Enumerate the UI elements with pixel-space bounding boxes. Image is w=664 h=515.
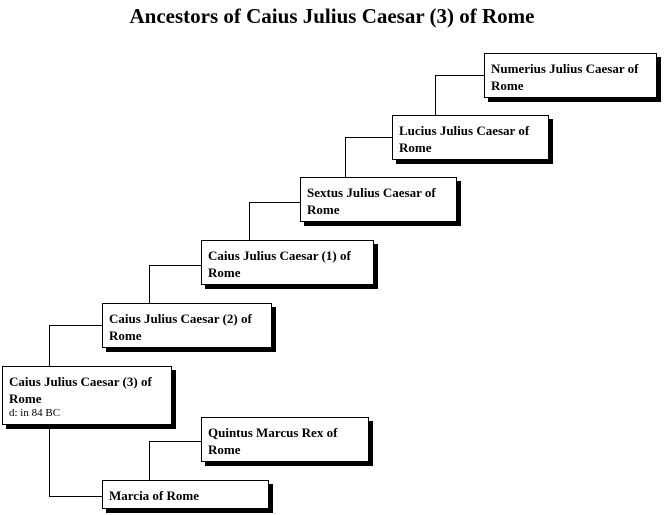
person-name: Caius Julius Caesar (3) of Rome [9,374,152,406]
person-box-marcia[interactable]: Marcia of Rome [102,480,269,509]
chart-title: Ancestors of Caius Julius Caesar (3) of … [129,4,535,28]
person-box-caius-julius-caesar-3[interactable]: Caius Julius Caesar (3) of Rome d: in 84… [2,366,172,425]
person-name: Caius Julius Caesar (2) of Rome [109,311,252,343]
person-name: Lucius Julius Caesar of Rome [399,123,530,155]
person-name: Sextus Julius Caesar of Rome [307,185,436,217]
connector-sextus-to-lucius [345,137,392,177]
person-box-quintus-marcus-rex[interactable]: Quintus Marcus Rex of Rome [201,417,369,462]
person-death-detail: d: in 84 BC [9,407,61,419]
person-box-sextus-julius-caesar[interactable]: Sextus Julius Caesar of Rome [300,177,457,222]
person-name: Numerius Julius Caesar of Rome [491,61,639,93]
connector-marcia-to-quintus [149,441,201,480]
person-box-numerius-julius-caesar[interactable]: Numerius Julius Caesar of Rome [484,53,657,98]
connector-lucius-to-numerius [435,75,484,115]
connector-caius3-to-caius2 [49,325,102,366]
person-name: Marcia of Rome [109,488,200,503]
connector-caius1-to-sextus [249,202,300,240]
person-name: Caius Julius Caesar (1) of Rome [208,248,351,280]
person-box-lucius-julius-caesar[interactable]: Lucius Julius Caesar of Rome [392,115,549,160]
connector-caius2-to-caius1 [149,265,201,303]
person-box-caius-julius-caesar-2[interactable]: Caius Julius Caesar (2) of Rome [102,303,272,348]
person-box-caius-julius-caesar-1[interactable]: Caius Julius Caesar (1) of Rome [201,240,374,285]
connector-caius3-to-marcia [49,425,102,497]
person-name: Quintus Marcus Rex of Rome [208,425,338,457]
